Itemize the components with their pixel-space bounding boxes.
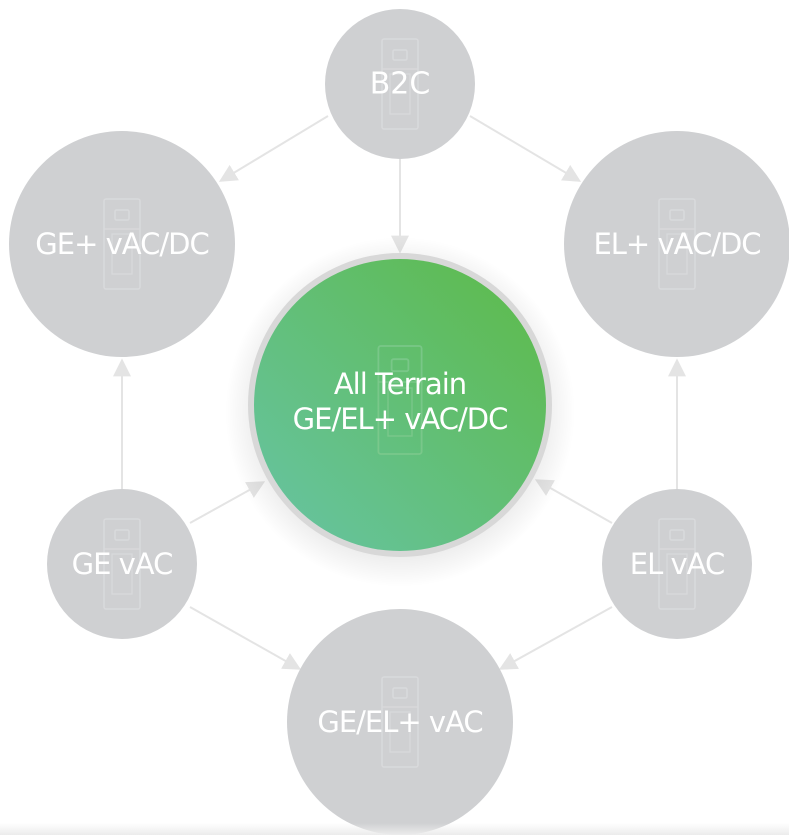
bottom-fade <box>0 823 789 835</box>
arrow-ge-to-ge-el-plus <box>189 606 302 670</box>
center-label-line2: GE/EL+ vAC/DC <box>293 402 508 436</box>
arrows <box>113 115 686 670</box>
node-ge-label: GE vAC <box>72 547 173 581</box>
node-el-plus: EL+ vAC/DC <box>564 131 789 357</box>
arrow-b2c-to-el-plus <box>469 115 582 182</box>
center-label-line1: All Terrain <box>334 367 466 401</box>
node-ge-plus: GE+ vAC/DC <box>9 131 235 357</box>
arrow-el-to-ge-el-plus <box>498 606 613 670</box>
node-el-label: EL vAC <box>630 547 724 581</box>
node-ge-el-plus-label: GE/EL+ vAC <box>317 705 482 739</box>
node-ge-plus-label: GE+ vAC/DC <box>35 227 208 261</box>
node-ge-el-plus: GE/EL+ vAC <box>287 609 513 835</box>
node-b2c-label: B2C <box>370 67 431 102</box>
node-el: EL vAC <box>602 489 752 639</box>
arrow-b2c-to-ge-plus <box>218 115 329 182</box>
node-ge: GE vAC <box>47 489 197 639</box>
node-b2c: B2C <box>325 9 475 159</box>
node-el-plus-label: EL+ vAC/DC <box>593 227 760 261</box>
node-all-terrain: All Terrain GE/EL+ vAC/DC <box>225 237 575 587</box>
